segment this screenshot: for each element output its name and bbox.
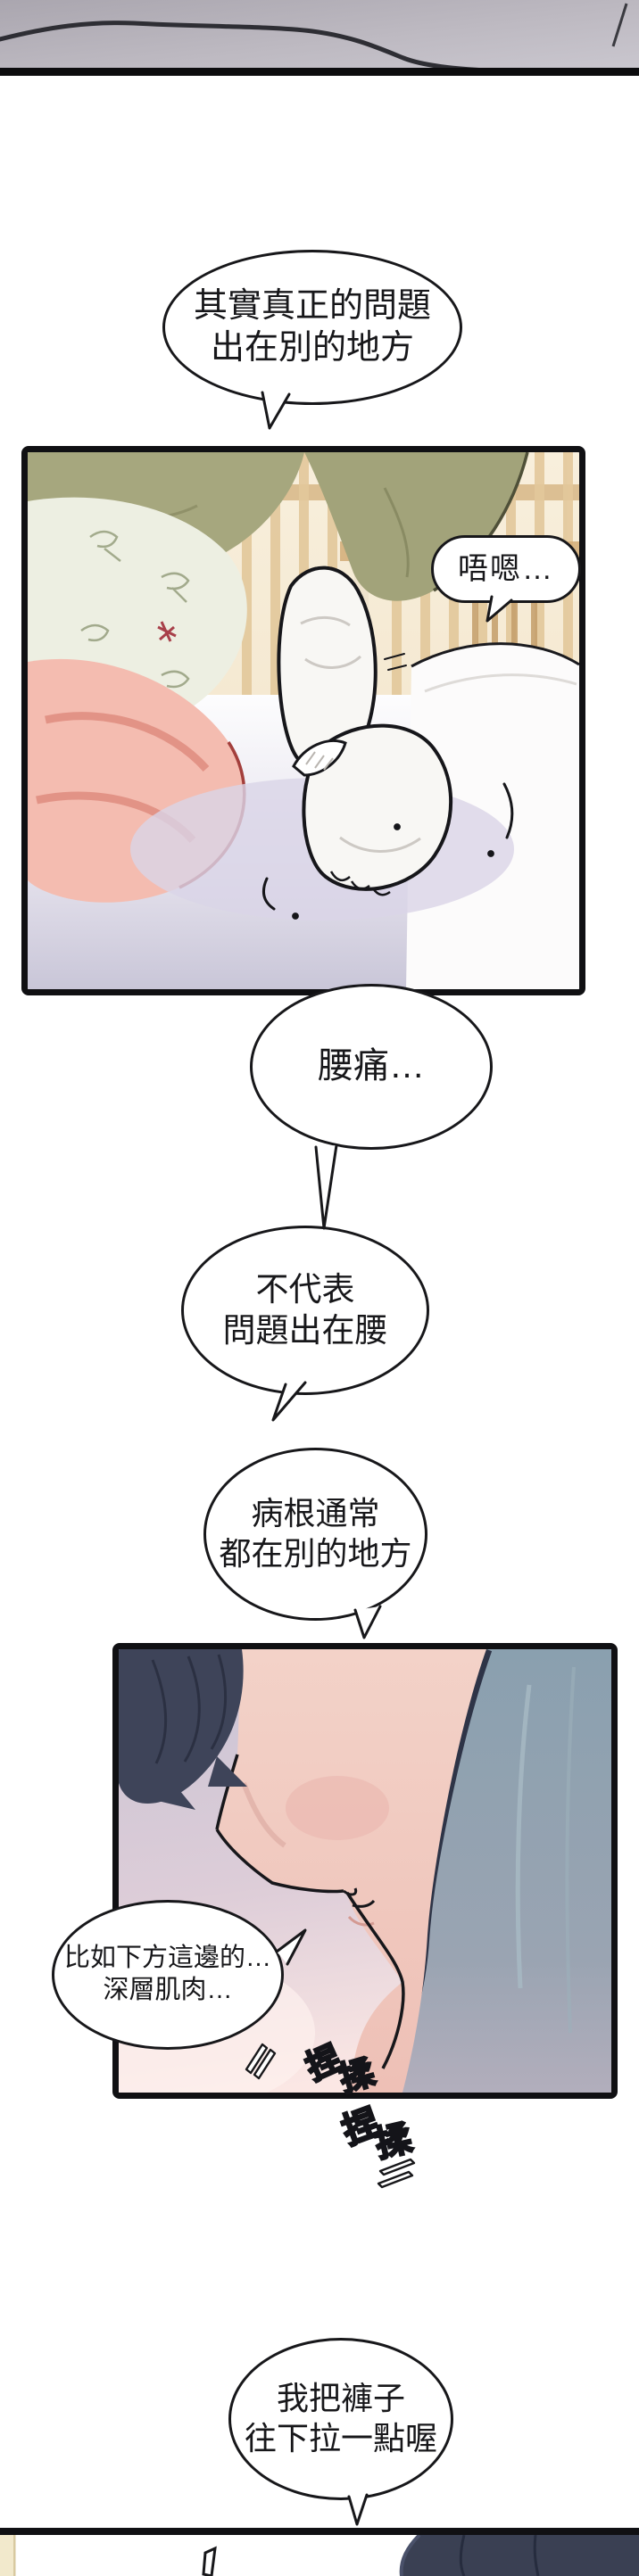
face-illustration (119, 1649, 611, 2093)
speech-bubble-4: 不代表 問題出在腰 (181, 1226, 429, 1395)
bubble-5-line-2: 都在別的地方 (219, 1535, 412, 1572)
olive-hip (304, 452, 527, 601)
bubble-1-tail (261, 391, 291, 430)
bubble-4-line-2: 問題出在腰 (222, 1312, 388, 1349)
sock-details (292, 616, 421, 896)
bubble-2-line-1: 唔嗯… (458, 551, 554, 586)
face-skin (215, 1649, 486, 2093)
speech-bubble-7: 我把褲子 往下拉一點喔 (228, 2338, 453, 2500)
panel-3-illustration (0, 2535, 639, 2576)
speech-bubble-2: 唔嗯… (431, 535, 581, 603)
speech-bubble-3: 腰痛… (250, 984, 493, 1150)
bubble-6-line-1: 比如下方這邊的… (63, 1944, 271, 1973)
socked-feet (277, 566, 453, 891)
motion-marks (261, 653, 514, 920)
feet-illustration (28, 452, 579, 989)
bubble-6-tail (275, 1928, 307, 1966)
bubble-6-line-2: 深層肌肉… (103, 1976, 233, 2004)
bubble-5-tail (353, 1605, 382, 1639)
panel-1-feet-on-bed (21, 446, 585, 995)
panel-2-face-profile (112, 1643, 618, 2099)
bubble-4-tail (271, 1381, 307, 1422)
bubble-7-tail (347, 2493, 369, 2526)
bubble-3-tail (314, 1144, 338, 1230)
bubble-1-line-1: 其實真正的問題 (193, 286, 431, 325)
bubble-5-line-1: 病根通常 (251, 1495, 380, 1532)
speech-bubble-5: 病根通常 都在別的地方 (203, 1448, 427, 1621)
panel-3-partial (0, 2528, 639, 2576)
bubble-4-line-1: 不代表 (255, 1271, 355, 1309)
sfx-mark-partial (202, 2546, 217, 2576)
bubble-1-line-2: 出在別的地方 (210, 329, 414, 367)
bubble-2-tail (485, 595, 513, 623)
sfx-speed-lines-2 (377, 2158, 416, 2189)
panel-divider (0, 68, 639, 76)
dark-clothing (399, 2535, 639, 2576)
bubble-7-line-2: 往下拉一點喔 (244, 2420, 437, 2456)
bubble-7-line-1: 我把褲子 (276, 2380, 405, 2417)
cream-strip (0, 2535, 14, 2576)
speech-bubble-6: 比如下方這邊的… 深層肌肉… (52, 1900, 284, 2050)
sfx-speed-lines-1 (245, 2043, 277, 2080)
previous-panel-edge (0, 0, 639, 76)
speech-bubble-1: 其實真正的問題 出在別的地方 (162, 250, 462, 405)
hair (119, 1649, 247, 1810)
bubble-3-line-1: 腰痛… (318, 1046, 425, 1086)
